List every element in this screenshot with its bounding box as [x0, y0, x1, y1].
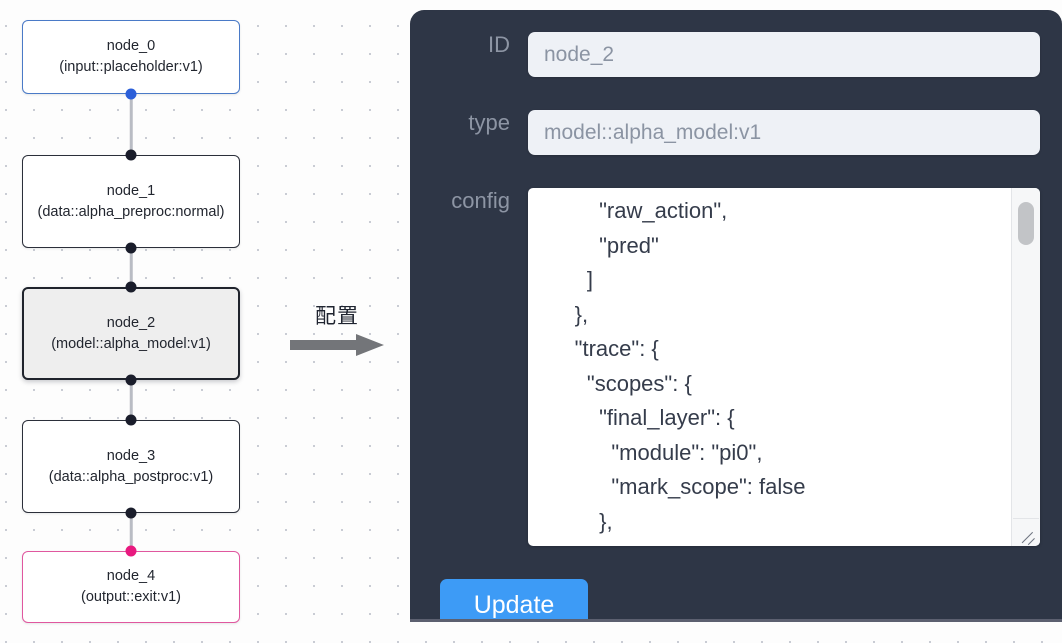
- node-type-label: (output::exit:v1): [81, 589, 181, 605]
- config-textarea-scroll-thumb[interactable]: [1018, 202, 1034, 245]
- node-type-label: (data::alpha_postproc:v1): [48, 468, 214, 485]
- edge-node_0-node_1[interactable]: [129, 94, 133, 155]
- config-textarea-scrollbar[interactable]: [1011, 188, 1040, 546]
- transition-annotation: 配置: [290, 300, 384, 358]
- node-handle-source-node_3[interactable]: [125, 507, 137, 519]
- id-input[interactable]: node_2: [528, 32, 1040, 77]
- transition-label: 配置: [315, 304, 359, 328]
- config-field-control: "raw_action", "pred" ] }, "trace": { "sc…: [528, 188, 1040, 546]
- update-button[interactable]: Update: [440, 579, 588, 619]
- type-field-control: model::alpha_model:v1: [528, 110, 1040, 155]
- type-input[interactable]: model::alpha_model:v1: [528, 110, 1040, 155]
- graph-node-node_1[interactable]: node_1(data::alpha_preproc:normal): [22, 155, 240, 248]
- config-textarea-resize-handle[interactable]: [1013, 518, 1039, 545]
- config-textarea-content[interactable]: "raw_action", "pred" ] }, "trace": { "sc…: [574, 198, 806, 546]
- node-handle-target-node_4[interactable]: [125, 545, 137, 557]
- graph-node-node_4[interactable]: node_4(output::exit:v1): [22, 551, 240, 623]
- graph-node-node_2[interactable]: node_2(model::alpha_model:v1): [22, 287, 240, 380]
- node-name-label: node_1: [106, 182, 156, 199]
- node-inspector-panel: ID node_2 type model::alpha_model:v1 con…: [410, 10, 1062, 622]
- config-field-label: config: [451, 188, 510, 213]
- node-handle-source-node_2[interactable]: [125, 374, 137, 386]
- node-handle-target-node_3[interactable]: [125, 414, 137, 426]
- id-field-control: node_2: [528, 32, 1040, 77]
- field-row-config: config "raw_action", "pred" ] }, "trace"…: [410, 188, 1062, 546]
- node-handle-target-node_2[interactable]: [125, 281, 137, 293]
- node-handle-source-node_1[interactable]: [125, 242, 137, 254]
- node-name-label: node_4: [106, 568, 156, 585]
- id-field-label: ID: [488, 32, 510, 57]
- edge-node_1-node_2[interactable]: [129, 248, 133, 287]
- node-type-label: (model::alpha_model:v1): [51, 335, 211, 352]
- edge-node_3-node_4[interactable]: [129, 513, 133, 551]
- node-type-label: (input::placeholder:v1): [59, 59, 203, 75]
- edge-node_2-node_3[interactable]: [129, 380, 133, 420]
- type-field-label: type: [468, 110, 510, 135]
- arrow-right-icon: [290, 332, 384, 358]
- node-name-label: node_0: [106, 38, 156, 55]
- graph-node-node_3[interactable]: node_3(data::alpha_postproc:v1): [22, 420, 240, 513]
- config-textarea[interactable]: "raw_action", "pred" ] }, "trace": { "sc…: [528, 188, 1040, 546]
- node-handle-source-node_0[interactable]: [125, 88, 137, 100]
- node-name-label: node_2: [106, 314, 156, 331]
- field-row-type: type model::alpha_model:v1: [410, 110, 1062, 155]
- graph-node-node_0[interactable]: node_0(input::placeholder:v1): [22, 20, 240, 94]
- node-type-label: (data::alpha_preproc:normal): [37, 203, 225, 220]
- node-handle-target-node_1[interactable]: [125, 149, 137, 161]
- field-row-id: ID node_2: [410, 32, 1062, 77]
- node-name-label: node_3: [106, 447, 156, 464]
